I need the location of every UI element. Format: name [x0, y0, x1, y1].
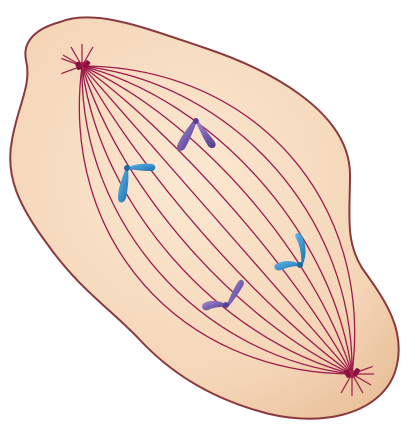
- cell-membrane: [10, 17, 399, 418]
